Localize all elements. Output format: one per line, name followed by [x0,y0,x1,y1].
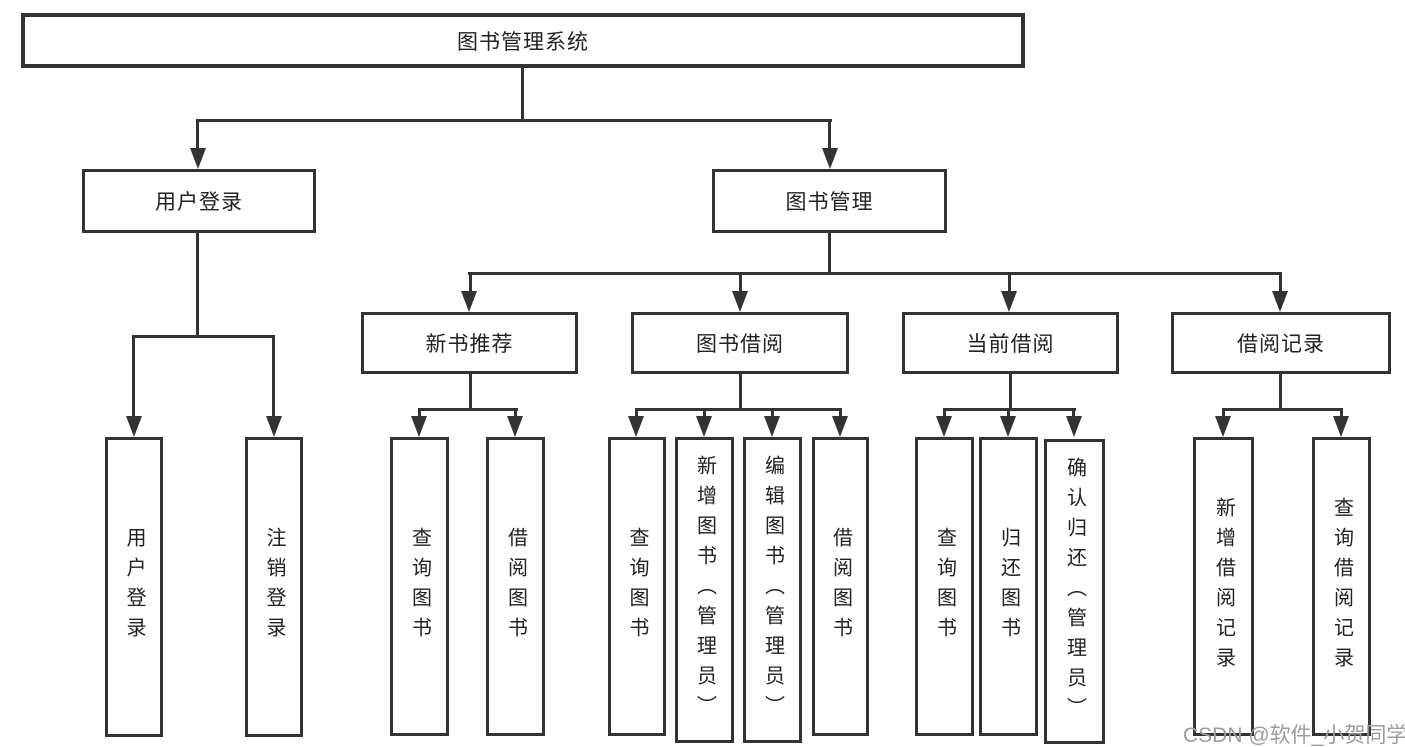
connector-drop-bb-query [635,408,638,420]
leaf-label: 用户登录 [123,527,145,647]
connector-book-borrow-v [739,374,742,410]
leaf-logout: 注销登录 [245,437,303,737]
arrowhead-to-cb-query [936,416,952,437]
arrowhead-to-login-leaf [126,416,142,437]
connector-drop-nb-borrow [514,408,517,420]
arrowhead-to-bb-add [696,416,712,437]
arrowhead-to-nb-borrow [507,416,523,437]
connector-new-book-h [418,408,518,411]
node-new-book-recommend: 新书推荐 [361,312,578,374]
leaf-current-confirm-admin: 确认归还（管理员） [1044,439,1105,744]
node-user-login: 用户登录 [82,169,316,233]
connector-borrow-record-h [1222,408,1343,411]
connector-book-borrow-h [635,408,841,411]
leaf-user-login: 用户登录 [105,437,163,737]
leaf-label: 编辑图书（管理员） [761,455,784,725]
connector-book-mgmt-v [828,233,831,275]
connector-root-v [521,66,524,119]
connector-user-login-h [132,335,275,338]
leaf-current-query: 查询图书 [915,437,974,736]
leaf-label: 归还图书 [997,526,1020,647]
node-book-management: 图书管理 [712,169,947,233]
leaf-record-query: 查询借阅记录 [1312,437,1371,736]
leaf-new-book-query: 查询图书 [390,437,449,736]
leaf-label: 借阅图书 [829,526,852,647]
node-label: 图书借阅 [696,333,784,356]
connector-drop-borrow-record [1279,272,1282,293]
connector-current-borrow-v [1009,374,1012,410]
leaf-label: 新增借阅记录 [1212,496,1235,677]
leaf-label: 查询图书 [626,526,648,647]
connector-user-login-v [196,233,199,335]
connector-level3-h [468,272,1282,275]
arrowhead-to-current-borrow [1001,291,1017,312]
leaf-borrow-borrow: 借阅图书 [812,437,869,736]
connector-drop-logout-leaf [272,335,275,417]
connector-drop-br-query [1340,408,1343,420]
leaf-label: 查询图书 [933,526,956,647]
leaf-label: 确认归还（管理员） [1063,456,1086,727]
node-borrow-record: 借阅记录 [1171,312,1391,374]
arrowhead-to-logout-leaf [266,416,282,437]
leaf-borrow-add-admin: 新增图书（管理员） [675,437,734,743]
arrowhead-to-book-mgmt [822,148,838,169]
arrowhead-to-br-add [1215,416,1231,437]
node-current-borrow: 当前借阅 [902,312,1119,374]
connector-drop-nb-query [418,408,421,420]
arrowhead-to-nb-query [411,416,427,437]
arrowhead-to-borrow-record [1272,291,1288,312]
leaf-label: 借阅图书 [504,526,527,647]
leaf-borrow-edit-admin: 编辑图书（管理员） [743,437,802,743]
node-library-management-system: 图书管理系统 [21,13,1025,68]
connector-drop-user-login [196,119,199,152]
connector-drop-bb-add [703,408,706,420]
leaf-current-return: 归还图书 [979,437,1038,736]
node-label: 图书管理 [785,191,874,214]
node-label: 图书管理系统 [457,30,589,54]
node-label: 当前借阅 [966,333,1055,356]
connector-drop-cb-return [1007,408,1010,420]
connector-new-book-v [469,374,472,410]
connector-drop-cb-query [943,408,946,420]
connector-drop-bb-borrow [839,408,842,420]
csdn-watermark: CSDN @软件_小贺同学 [1183,724,1405,747]
connector-drop-current-borrow [1008,272,1011,293]
connector-drop-book-borrow [739,272,742,293]
node-label: 用户登录 [155,191,243,214]
arrowhead-to-bb-borrow [832,416,848,437]
node-book-borrow: 图书借阅 [631,312,849,374]
connector-borrow-record-v [1279,374,1282,410]
connector-drop-login-leaf [132,335,135,417]
connector-drop-bb-edit [771,408,774,420]
connector-drop-new-book [469,272,472,293]
node-label: 借阅记录 [1237,333,1325,356]
arrowhead-to-br-query [1333,416,1349,437]
connector-drop-br-add [1222,408,1225,420]
connector-drop-book-mgmt [828,119,831,152]
leaf-label: 注销登录 [263,527,285,647]
leaf-label: 查询图书 [408,526,431,647]
arrowhead-to-user-login [190,148,206,169]
arrowhead-to-bb-edit [764,416,780,437]
leaf-label: 新增图书（管理员） [693,455,716,725]
connector-drop-cb-confirm [1072,408,1075,420]
connector-level2-h [196,119,832,122]
leaf-new-book-borrow: 借阅图书 [486,437,545,736]
arrowhead-to-new-book [461,291,477,312]
leaf-borrow-query: 查询图书 [608,437,666,736]
arrowhead-to-bb-query [628,416,644,437]
leaf-label: 查询借阅记录 [1330,496,1353,677]
arrowhead-to-cb-confirm [1066,416,1082,437]
arrowhead-to-cb-return [1000,416,1016,437]
arrowhead-to-book-borrow [732,291,748,312]
leaf-record-add: 新增借阅记录 [1193,437,1254,736]
node-label: 新书推荐 [425,333,514,356]
